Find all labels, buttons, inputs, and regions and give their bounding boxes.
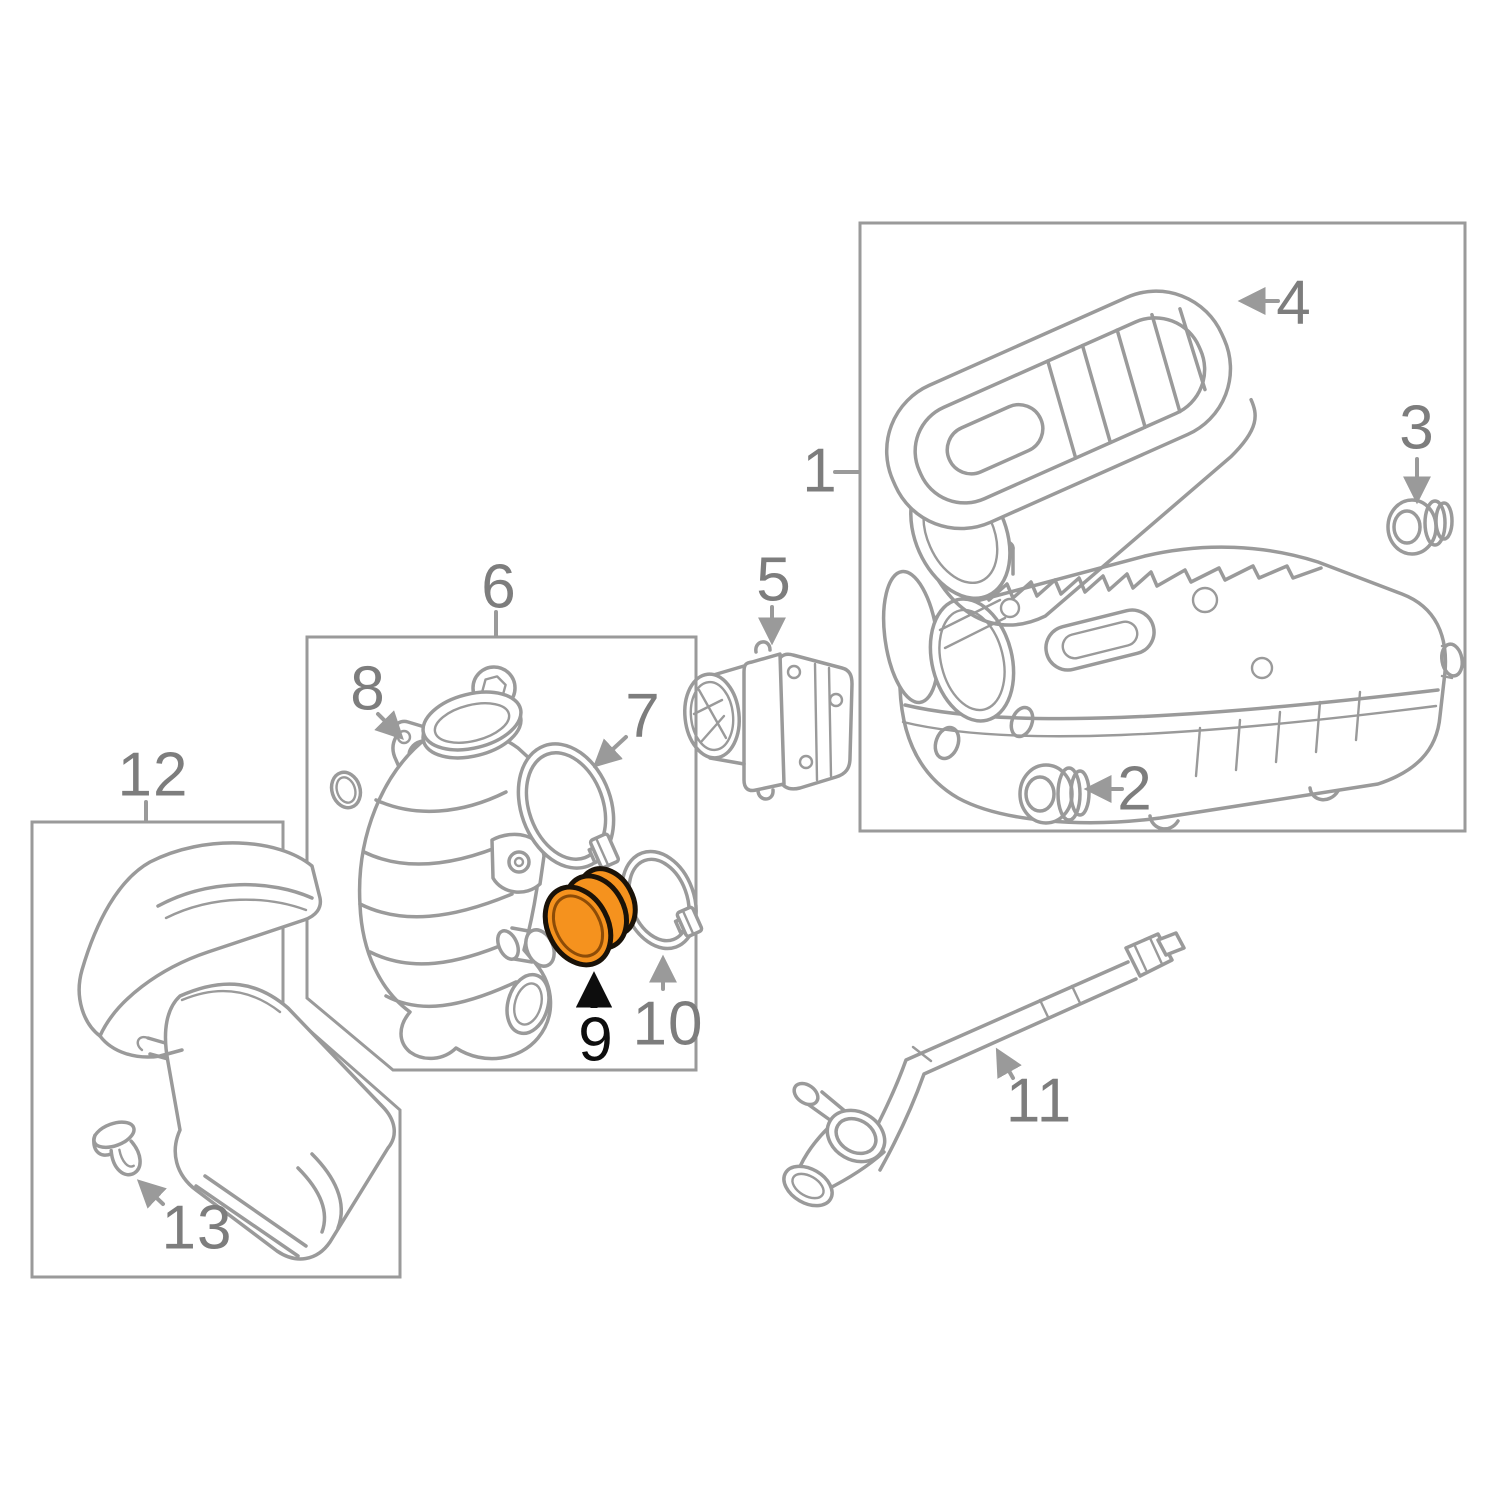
enclosure-box-12: [30, 820, 402, 1279]
arrow-13: [136, 1179, 167, 1209]
o-ring-drawing: [329, 770, 363, 810]
intake-elbow-hose-drawing: [357, 690, 556, 1061]
arrow-7: [592, 735, 628, 768]
callout-4-label: 4: [1276, 268, 1312, 338]
callout-8-label: 8: [350, 654, 386, 724]
enclosure-box-1: [858, 221, 1467, 833]
callout-13-label: 13: [161, 1193, 233, 1263]
callout-11-label: 11: [1005, 1066, 1073, 1136]
callout-1-label: 1: [802, 436, 838, 506]
callout-12-label: 12: [117, 740, 189, 810]
grommet-2-drawing: [1018, 763, 1091, 825]
intake-duct-drawing: [77, 841, 396, 1261]
mass-airflow-sensor-drawing: [683, 640, 854, 801]
air-filter-drawing: [884, 289, 1257, 627]
arrow-8: [374, 710, 404, 740]
callout-3-label: 3: [1399, 393, 1435, 463]
arrow-11: [995, 1047, 1022, 1080]
callout-leader-lines: [136, 287, 1431, 1209]
breather-hose-drawing: [782, 931, 1186, 1208]
callout-10-label: 10: [632, 989, 704, 1059]
clamp-7-drawing: [516, 742, 621, 870]
callout-7-label: 7: [625, 681, 661, 751]
callout-6-label: 6: [481, 552, 517, 622]
callout-9-label-highlighted: 9: [578, 1005, 614, 1075]
clip-13-drawing: [92, 1120, 142, 1177]
callout-5-label: 5: [756, 545, 792, 615]
callout-2-label: 2: [1117, 754, 1153, 824]
enclosure-box-6: [305, 635, 698, 1072]
grommet-3-drawing: [1386, 498, 1454, 556]
highlighted-sleeve-9-drawing: [542, 866, 638, 968]
